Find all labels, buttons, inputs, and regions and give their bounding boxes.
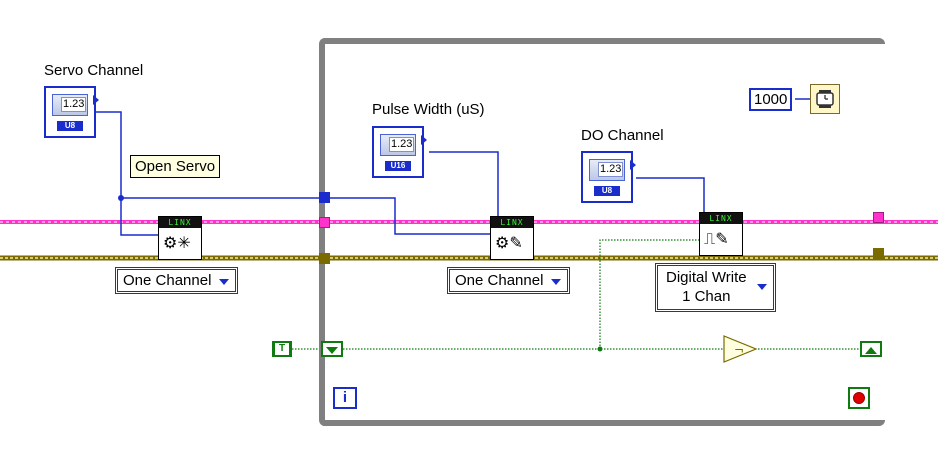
- numeric-readout: 1.23: [598, 162, 624, 177]
- linx-servo-open-vi[interactable]: LINX ⚙✳: [158, 216, 202, 260]
- do-channel-label: DO Channel: [581, 127, 664, 144]
- output-terminal-icon: [630, 160, 636, 170]
- stop-icon[interactable]: [848, 387, 870, 409]
- linx-digital-write-vi[interactable]: LINX ⎍✎: [699, 212, 743, 256]
- shift-register-right[interactable]: [860, 341, 882, 357]
- do-channel-control[interactable]: 1.23 U8: [581, 151, 636, 203]
- digital-write-mode-ring[interactable]: Digital Write 1 Chan: [655, 263, 776, 312]
- boolean-true-constant[interactable]: T: [272, 341, 292, 357]
- shift-register-left[interactable]: [321, 341, 343, 357]
- servo-channel-label: Servo Channel: [44, 62, 144, 79]
- chevron-down-icon: [219, 279, 230, 285]
- iteration-terminal[interactable]: i: [333, 387, 357, 409]
- servo-open-mode-ring[interactable]: One Channel: [114, 267, 239, 294]
- tunnel-resource-out[interactable]: [873, 212, 884, 223]
- linx-banner: LINX: [700, 213, 742, 224]
- numeric-readout: 1.23: [389, 137, 415, 152]
- tunnel-error-out[interactable]: [873, 248, 884, 259]
- servo-channel-control[interactable]: 1.23 U8: [44, 86, 99, 138]
- pulse-width-control[interactable]: 1.23 U16: [372, 126, 427, 178]
- while-loop[interactable]: [319, 38, 885, 426]
- dtype-badge: U8: [57, 121, 83, 131]
- chevron-down-icon: [551, 279, 562, 285]
- linx-banner: LINX: [491, 217, 533, 228]
- wait-ms-constant[interactable]: 1000: [749, 88, 793, 111]
- tunnel-resource-in[interactable]: [319, 217, 330, 228]
- output-terminal-icon: [421, 135, 427, 145]
- pulse-width-label: Pulse Width (uS): [372, 101, 485, 118]
- tunnel-channel-in[interactable]: [319, 192, 330, 203]
- numeric-readout: 1.23: [61, 97, 87, 112]
- linx-banner: LINX: [159, 217, 201, 228]
- servo-open-icon: ⚙✳: [163, 235, 191, 252]
- output-terminal-icon: [93, 95, 99, 105]
- chevron-down-icon: [756, 284, 767, 290]
- linx-servo-write-vi[interactable]: LINX ⚙✎: [490, 216, 534, 260]
- servo-write-icon: ⚙✎: [495, 235, 523, 252]
- dtype-badge: U8: [594, 186, 620, 196]
- servo-write-mode-ring[interactable]: One Channel: [446, 267, 571, 294]
- digital-write-icon: ⎍✎: [704, 231, 729, 248]
- tunnel-error-in[interactable]: [319, 253, 330, 264]
- dtype-badge: U16: [385, 161, 411, 171]
- open-servo-tooltip: Open Servo: [130, 155, 221, 178]
- stopwatch-icon[interactable]: [810, 84, 840, 114]
